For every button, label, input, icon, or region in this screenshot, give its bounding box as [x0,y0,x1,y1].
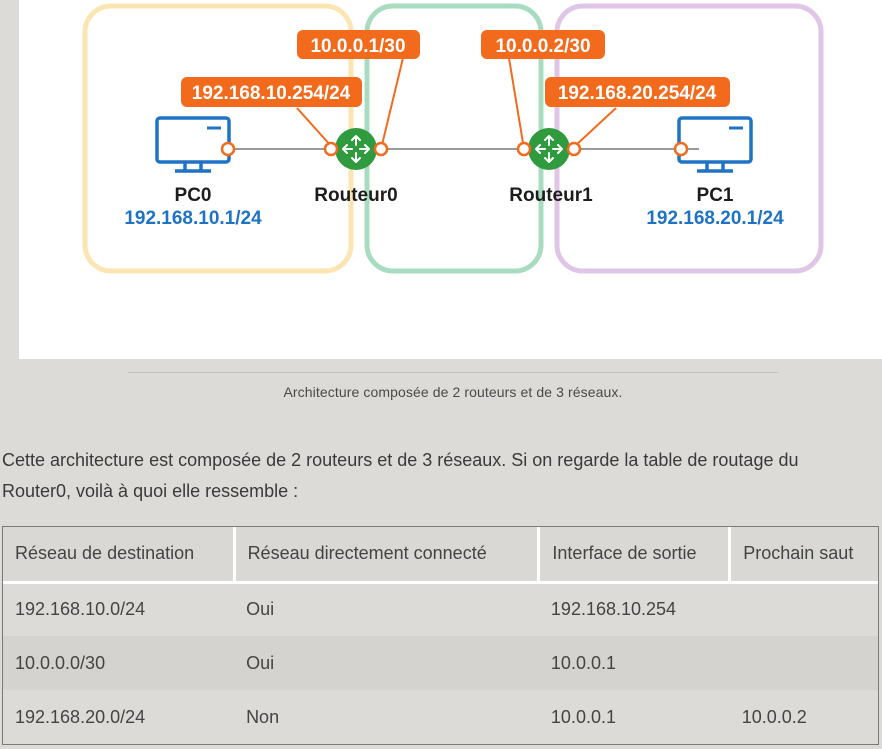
port-pc1 [673,141,689,157]
pc1-name: PC1 [697,185,734,206]
body-paragraph: Cette architecture est composée de 2 rou… [2,450,799,501]
table-cell: Oui [234,582,539,636]
pc1-ip: 192.168.20.1/24 [646,208,784,229]
table-cell: Non [234,690,539,744]
header-destination: Réseau de destination [3,527,235,584]
table-cell: 10.0.0.1 [538,636,730,690]
pc0-name: PC0 [175,185,212,206]
label-r1-lan: 192.168.20.254/24 [545,77,730,107]
leader-r1-wan [508,57,525,150]
svg-text:192.168.20.254/24: 192.168.20.254/24 [558,83,717,104]
label-r1-wan: 10.0.0.2/30 [481,30,605,59]
leader-r0-wan [380,57,404,150]
table-cell: 192.168.10.254 [538,582,730,636]
table-cell [729,636,878,690]
leader-r1-lan [574,107,617,147]
label-r0-wan: 10.0.0.1/30 [297,30,420,59]
table-cell: Oui [234,636,539,690]
svg-text:192.168.10.254/24: 192.168.10.254/24 [192,83,351,104]
router1-icon [528,128,570,170]
pc0-ip: 192.168.10.1/24 [124,208,262,229]
svg-text:10.0.0.1/30: 10.0.0.1/30 [310,36,405,57]
router0-icon [335,128,377,170]
port-r1-lan [566,141,582,157]
router1-name: Routeur1 [509,185,593,206]
routing-table: Réseau de destination Réseau directement… [2,526,879,745]
network-diagram: 10.0.0.1/30 10.0.0.2/30 192.168.10.254/2… [19,0,882,359]
header-directly-connected: Réseau directement connecté [232,527,539,584]
header-exit-interface: Interface de sortie [537,527,730,584]
caption-divider [128,372,778,373]
table-row: 10.0.0.0/30 Oui 10.0.0.1 [3,636,878,690]
port-pc0 [220,141,236,157]
header-next-hop: Prochain saut [728,527,878,584]
table-row: 192.168.10.0/24 Oui 192.168.10.254 [3,582,878,636]
table-header-row: Réseau de destination Réseau directement… [3,527,878,584]
pc0-icon [155,116,231,173]
leader-r0-lan [296,107,332,147]
table-cell: 10.0.0.0/30 [3,636,235,690]
table-cell: 192.168.20.0/24 [3,690,235,744]
pc1-icon [677,116,753,173]
svg-text:10.0.0.2/30: 10.0.0.2/30 [495,36,590,57]
router0-name: Routeur0 [314,185,397,206]
figure-caption: Architecture composée de 2 routeurs et d… [283,384,623,400]
label-r0-lan: 192.168.10.254/24 [181,77,362,107]
table-cell [729,582,878,636]
table-row: 192.168.20.0/24 Non 10.0.0.1 10.0.0.2 [3,690,878,744]
table-cell: 10.0.0.2 [729,690,878,744]
port-r1-wan [516,141,532,157]
table-cell: 192.168.10.0/24 [3,582,235,636]
table-cell: 10.0.0.1 [538,690,730,744]
network-diagram-svg: 10.0.0.1/30 10.0.0.2/30 192.168.10.254/2… [82,3,824,274]
port-r0-wan [373,141,389,157]
port-r0-lan [323,141,339,157]
